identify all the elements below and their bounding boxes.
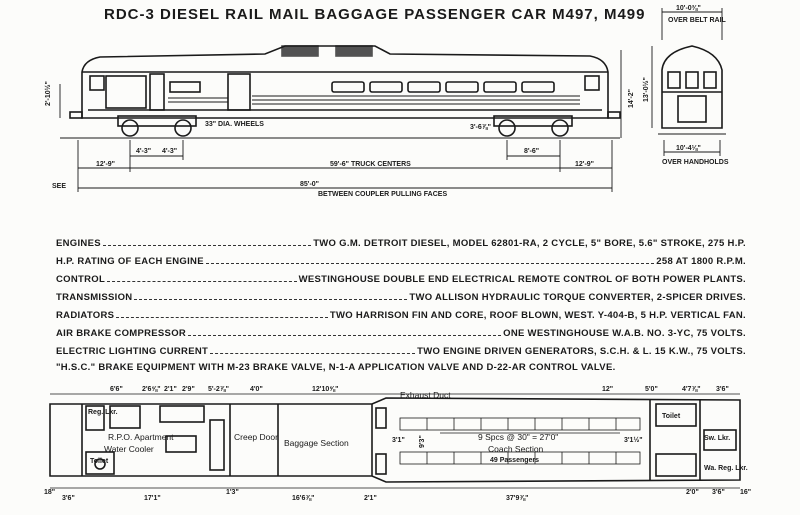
fp-bottom-dim: 16" (740, 489, 751, 496)
fp-top-dim: 5'0" (645, 386, 658, 393)
leader-dots (210, 347, 416, 354)
spec-row-air-brake: AIR BRAKE COMPRESSOR ONE WESTINGHOUSE W.A… (56, 328, 746, 342)
spec-row-radiators: RADIATORS TWO HARRISON FIN AND CORE, ROOF… (56, 310, 746, 324)
page-title: RDC-3 DIESEL RAIL MAIL BAGGAGE PASSENGER… (104, 6, 646, 23)
fp-top-dim: 4'0" (250, 386, 263, 393)
dim-height-right: 14'-2" (628, 89, 635, 108)
leader-dots (205, 257, 655, 264)
fp-bottom-dim: 2'1" (364, 495, 377, 502)
room-baggage: Baggage Section (284, 438, 349, 448)
end-top-width: 10'-0⅜" (676, 5, 701, 12)
spec-value: 258 AT 1800 R.P.M. (656, 256, 746, 267)
room-water-cooler: Water Cooler (104, 444, 154, 454)
room-exhaust: Exhaust Duct (400, 390, 451, 400)
dim-overall-caption: BETWEEN COUPLER PULLING FACES (318, 191, 447, 198)
dim-axle-left-1: 4'-3" (136, 148, 151, 155)
fp-top-dim: 6'6" (110, 386, 123, 393)
fp-bottom-dim: 2'0" (686, 489, 699, 496)
room-reg-lkr: Reg. Lkr. (88, 409, 118, 416)
spec-value: TWO ENGINE DRIVEN GENERATORS, S.C.H. & L… (417, 346, 746, 357)
spec-label: ELECTRIC LIGHTING CURRENT (56, 346, 209, 357)
room-coach: Coach Section (488, 444, 544, 454)
fp-top-dim: 3'6" (716, 386, 729, 393)
leader-dots (102, 239, 312, 246)
end-bottom-width: 10'-4⅛" (676, 145, 701, 152)
spec-row-hp-rating: H.P. RATING OF EACH ENGINE 258 AT 1800 R.… (56, 256, 746, 270)
room-sw-lkr: Sw. Lkr. (704, 435, 730, 442)
room-spacing: 9 Spcs @ 30" = 27'0" (478, 432, 558, 442)
room-toilet-left: Toilet (90, 458, 109, 465)
spec-value: ONE WESTINGHOUSE W.A.B. NO. 3-YC, 75 VOL… (503, 328, 746, 339)
fp-top-dim: 12" (602, 386, 613, 393)
dim-left-tag: SEE (52, 183, 66, 190)
room-wa-reg-lkr: Wa. Reg. Lkr. (704, 465, 748, 472)
leader-dots (107, 275, 297, 282)
dim-axle-left-2: 4'-3" (162, 148, 177, 155)
fp-top-dim: 5'-2⅞" (208, 386, 229, 393)
dim-height-left: 2'-10½" (44, 81, 52, 106)
end-top-caption: OVER BELT RAIL (668, 17, 727, 24)
spec-label: TRANSMISSION (56, 292, 133, 303)
dim-overhang-left: 12'-9" (96, 161, 115, 168)
spec-value: TWO ALLISON HYDRAULIC TORQUE CONVERTER, … (409, 292, 746, 303)
fp-bottom-dim: 3'6" (712, 489, 725, 496)
spec-label: AIR BRAKE COMPRESSOR (56, 328, 187, 339)
spec-value: WESTINGHOUSE DOUBLE END ELECTRICAL REMOT… (298, 274, 746, 285)
fp-bottom-dim: 37'9⅞" (506, 495, 529, 502)
leader-dots (134, 293, 408, 300)
room-rpo-apartment: R.P.O. Apartment (108, 432, 174, 442)
spec-row-engines: ENGINES TWO G.M. DETROIT DIESEL, MODEL 62… (56, 238, 746, 252)
leader-dots (188, 329, 502, 336)
dim-3-1b: 3'1½" (624, 436, 643, 444)
fp-bottom-dim: 18" (44, 489, 55, 496)
wheels-label: 33" DIA. WHEELS (205, 121, 264, 128)
fp-top-dim: 4'7⅞" (682, 386, 701, 393)
spec-label: RADIATORS (56, 310, 115, 321)
dim-wheel-height: 3'-6⅞" (470, 124, 491, 131)
dim-axle-right: 8'-6" (524, 148, 539, 155)
fp-bottom-dim: 1'3" (226, 489, 239, 496)
room-passengers: 49 Passengers (490, 457, 539, 464)
dim-truck-centers: 59'-6" TRUCK CENTERS (330, 161, 411, 168)
fp-top-dim: 12'10⅝" (312, 386, 338, 393)
spec-value: TWO HARRISON FIN AND CORE, ROOF BLOWN, W… (329, 310, 746, 321)
room-toilet-right: Toilet (662, 413, 681, 420)
dim-3-1: 3'1" (392, 437, 405, 444)
spec-row-control: CONTROL WESTINGHOUSE DOUBLE END ELECTRICA… (56, 274, 746, 288)
leader-dots (116, 311, 328, 318)
room-creep-door: Creep Door (234, 432, 278, 442)
spec-label: CONTROL (56, 274, 106, 285)
fp-bottom-dim: 17'1" (144, 495, 161, 502)
spec-value: TWO G.M. DETROIT DIESEL, MODEL 62801-RA,… (313, 238, 746, 249)
fp-top-dim: 2'6⅝" (142, 386, 161, 393)
dim-9-3: 9'3" (419, 435, 426, 448)
spec-row-transmission: TRANSMISSION TWO ALLISON HYDRAULIC TORQUE… (56, 292, 746, 306)
spec-label: ENGINES (56, 238, 101, 249)
fp-top-dim: 2'9" (182, 386, 195, 393)
brake-note: "H.S.C." BRAKE EQUIPMENT WITH M-23 BRAKE… (56, 362, 616, 373)
dim-overhang-right: 12'-9" (575, 161, 594, 168)
fp-bottom-dim: 16'6⅞" (292, 495, 315, 502)
fp-top-dim: 2'1" (164, 386, 177, 393)
spec-label: H.P. RATING OF EACH ENGINE (56, 256, 204, 267)
end-bottom-caption: OVER HANDHOLDS (662, 159, 729, 166)
dim-end-height: 13'-0½" (642, 77, 650, 102)
fp-bottom-dim: 3'6" (62, 495, 75, 502)
dim-overall-length: 85'-0" (300, 181, 319, 188)
spec-row-lighting: ELECTRIC LIGHTING CURRENT TWO ENGINE DRIV… (56, 346, 746, 360)
